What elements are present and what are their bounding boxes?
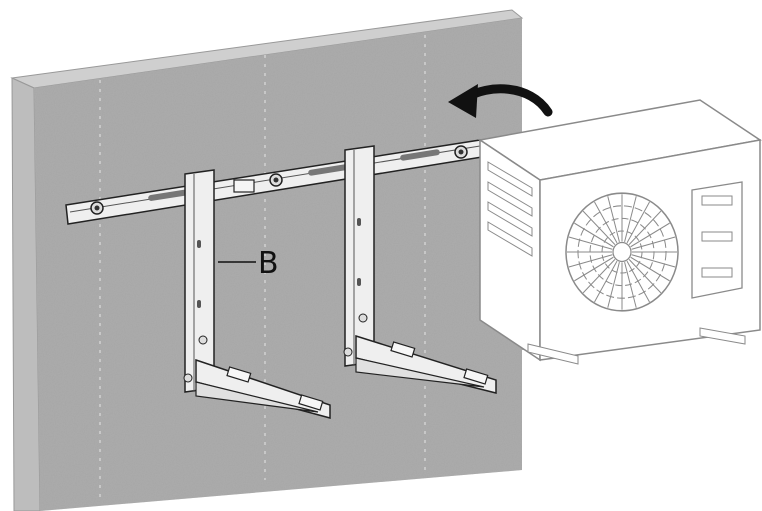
unit-side: [539, 139, 761, 361]
fan-spoke: [624, 262, 637, 308]
unit-louver: [487, 181, 533, 217]
fan-spoke: [574, 222, 614, 248]
bracket-right-bolt: [343, 347, 353, 357]
bracket-left-bolt: [198, 335, 208, 345]
unit-louver: [487, 201, 533, 237]
bracket-right-hole: [357, 278, 361, 286]
bracket-right-upright: [344, 145, 375, 367]
fan-spoke: [594, 201, 618, 244]
callout-label: B: [258, 246, 279, 281]
bracket-right-hole: [357, 218, 361, 226]
mounting-rail: [65, 139, 483, 225]
rail-slot: [400, 149, 440, 161]
unit-foot: [699, 327, 746, 345]
bracket-left: [183, 169, 331, 419]
fan-spoke: [626, 201, 650, 244]
bracket-right-pad: [463, 368, 489, 385]
unit-vent: [701, 195, 733, 206]
bracket-right-brace: [355, 357, 485, 388]
fan-spoke: [594, 260, 618, 303]
rail-slot: [148, 188, 193, 201]
curved-arrow-head: [448, 84, 478, 118]
outdoor-unit: [478, 99, 762, 365]
unit-louver: [487, 221, 533, 257]
fan-spoke: [607, 262, 620, 308]
bracket-right-pad: [390, 341, 416, 358]
fan-grille-icon: [565, 192, 679, 312]
rail-bolt: [269, 173, 283, 187]
bracket-left-pad: [226, 366, 252, 383]
wall-texture: [34, 18, 540, 511]
fan-spoke: [628, 210, 662, 245]
unit-foot: [527, 343, 579, 365]
bracket-left-pad: [298, 394, 324, 411]
wall: [10, 9, 540, 511]
bracket-left-bolt: [183, 373, 193, 383]
fan-spoke: [624, 196, 637, 242]
fan-spoke: [630, 222, 670, 248]
fan-spoke: [631, 254, 676, 268]
fan-spoke: [582, 259, 616, 294]
unit-louver: [487, 161, 533, 197]
fan-spoke: [626, 260, 650, 303]
unit-side-panel: [691, 181, 743, 299]
rail-bolt: [90, 201, 104, 215]
fan-spoke: [574, 256, 614, 282]
fan-spoke: [568, 254, 613, 268]
fan-spoke: [631, 236, 676, 250]
fan-spoke: [568, 236, 613, 250]
fan-spoke: [582, 210, 616, 245]
bracket-right-bolt: [358, 313, 368, 323]
rail-clip: [233, 179, 255, 193]
rail-bolt: [454, 145, 468, 159]
fan-spoke: [607, 196, 620, 242]
bracket-left-hole: [197, 300, 201, 308]
unit-vent: [701, 231, 733, 242]
bracket-left-upright: [184, 169, 215, 393]
bracket-right: [343, 145, 497, 394]
fan-spoke: [630, 256, 670, 282]
bracket-left-brace: [195, 381, 319, 413]
wall-side-edge: [11, 77, 41, 511]
rail-slot: [308, 164, 348, 176]
unit-vent: [701, 267, 733, 278]
fan-spoke: [628, 259, 662, 294]
bracket-left-hole: [197, 240, 201, 248]
